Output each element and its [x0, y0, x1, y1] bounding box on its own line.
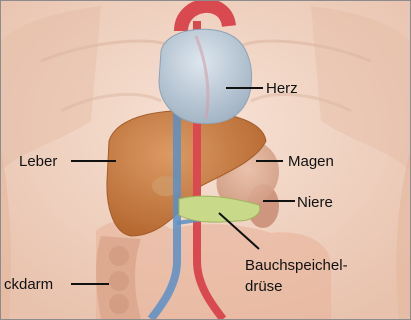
heart-organ: [159, 29, 252, 123]
kidney-label: Niere: [297, 194, 333, 211]
liver-label: Leber: [19, 153, 57, 170]
heart-label: Herz: [266, 80, 298, 97]
colon-fold: [109, 246, 129, 266]
colon-label: ckdarm: [4, 276, 53, 293]
colon-fold: [109, 294, 129, 314]
pancreas-label-line2: drüse: [245, 278, 283, 295]
colon-fold: [109, 271, 129, 291]
stomach-label: Magen: [288, 153, 334, 170]
pancreas-label-line1: Bauchspeichel-: [245, 257, 348, 274]
